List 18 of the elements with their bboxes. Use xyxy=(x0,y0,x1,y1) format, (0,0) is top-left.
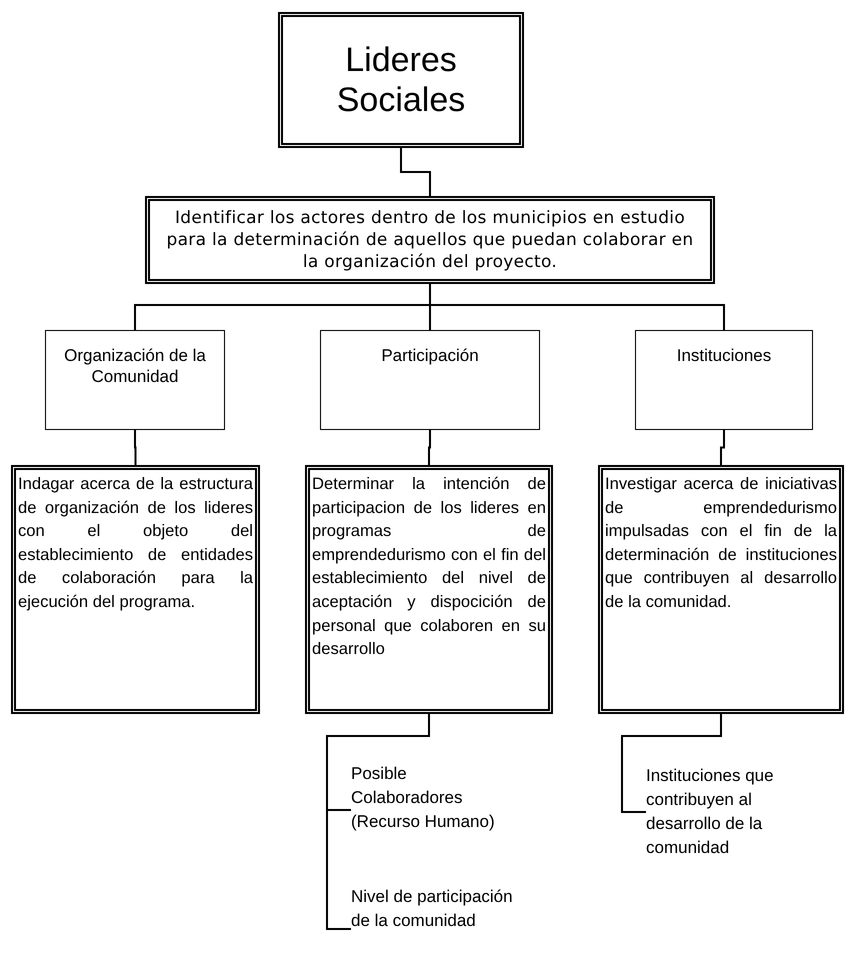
connector-line xyxy=(429,284,725,330)
connector-line xyxy=(326,714,430,930)
category-box: Organización de la Comunidad xyxy=(45,330,225,430)
category-box: Instituciones xyxy=(635,330,813,430)
branch-label: Posible Colaboradores (Recurso Humano) xyxy=(351,763,496,833)
description-box: Determinar la intención de participacion de los lideres en programas de emprendedurismo con el fin del establecimiento del nivel de aceptación y dispocición de personal que colaboren en su desarrollo xyxy=(305,465,553,714)
title-box: Lideres Sociales xyxy=(278,12,524,148)
description-box: Indagar acerca de la estructura de organización de los lideres con el objeto del establecimiento de entidades de colaboración para la ejecución del programa. xyxy=(11,465,260,714)
branch-label: Nivel de participación de la comunidad xyxy=(351,886,514,932)
category-box: Participación xyxy=(320,330,540,430)
connector-line xyxy=(400,148,431,196)
connector-line xyxy=(134,430,136,465)
connector-line xyxy=(720,430,725,465)
description-box: Investigar acerca de iniciativas de emprendedurismo impulsadas con el fin de la determinación de instituciones que contribuyen al desarrollo de la comunidad. xyxy=(598,465,844,714)
connector-line xyxy=(428,430,431,465)
connector-line xyxy=(621,714,722,813)
objective-box: Identificar los actores dentro de los municipios en estudio para la determinación de aquellos que puedan colaborar en la organización del proyecto. xyxy=(145,196,715,284)
branch-label: Instituciones que contribuyen al desarrollo de la comunidad xyxy=(646,765,775,859)
